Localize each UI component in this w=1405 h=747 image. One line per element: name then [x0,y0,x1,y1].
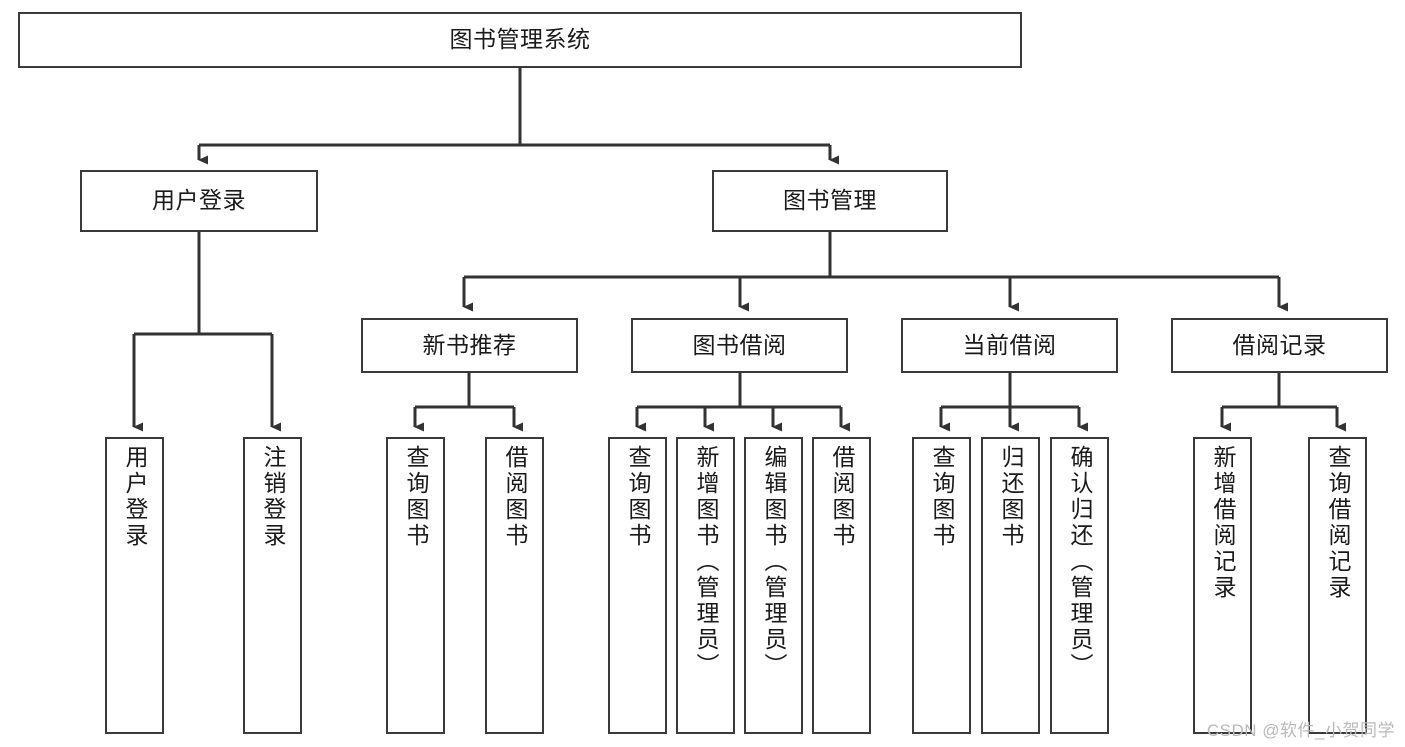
node-label: 查询借阅记录 [1325,445,1351,601]
node-root-book-management-system[interactable]: 图书管理系统 [18,12,1022,68]
node-label: 图书管理系统 [449,26,591,53]
csdn-watermark: CSDN @软件_小贺同学 [1206,721,1395,740]
node-label: 借阅图书 [829,445,855,549]
leaf-borrow-record-1[interactable]: 新增借阅记录 [1193,437,1252,734]
node-label: 查询图书 [403,445,429,549]
leaf-book-borrow-2[interactable]: 新增图书（管理员） [676,437,735,734]
node-label: 注销登录 [260,445,286,549]
leaf-new-book-rec-2[interactable]: 借阅图书 [485,437,544,734]
node-label: 编辑图书（管理员） [761,445,787,679]
leaf-book-borrow-3[interactable]: 编辑图书（管理员） [744,437,803,734]
leaf-current-borrow-2[interactable]: 归还图书 [981,437,1040,734]
node-label: 图书借阅 [692,331,787,358]
node-label: 借阅记录 [1232,331,1327,358]
node-label: 归还图书 [998,445,1024,549]
leaf-user-login-1[interactable]: 用户登录 [105,437,164,734]
leaf-book-borrow-4[interactable]: 借阅图书 [812,437,871,734]
leaf-new-book-rec-1[interactable]: 查询图书 [386,437,445,734]
node-label: 新增借阅记录 [1210,445,1236,601]
node-label: 查询图书 [929,445,955,549]
leaf-user-login-2[interactable]: 注销登录 [243,437,302,734]
node-label: 借阅图书 [502,445,528,549]
leaf-current-borrow-1[interactable]: 查询图书 [912,437,971,734]
node-new-book-recommendation[interactable]: 新书推荐 [361,318,578,373]
node-label: 图书管理 [783,187,877,214]
leaf-borrow-record-2[interactable]: 查询借阅记录 [1308,437,1367,734]
leaf-current-borrow-3[interactable]: 确认归还（管理员） [1050,437,1109,734]
node-current-borrow[interactable]: 当前借阅 [901,318,1118,373]
node-label: 新增图书（管理员） [693,445,719,679]
node-label: 当前借阅 [962,331,1057,358]
node-label: 查询图书 [625,445,651,549]
node-book-borrow[interactable]: 图书借阅 [631,318,848,373]
node-label: 用户登录 [152,187,246,214]
node-user-login[interactable]: 用户登录 [80,170,318,232]
node-label: 新书推荐 [422,331,517,358]
leaf-book-borrow-1[interactable]: 查询图书 [608,437,667,734]
node-book-management[interactable]: 图书管理 [712,170,948,232]
node-label: 确认归还（管理员） [1067,445,1093,679]
node-label: 用户登录 [122,445,148,549]
node-borrow-record[interactable]: 借阅记录 [1171,318,1388,373]
